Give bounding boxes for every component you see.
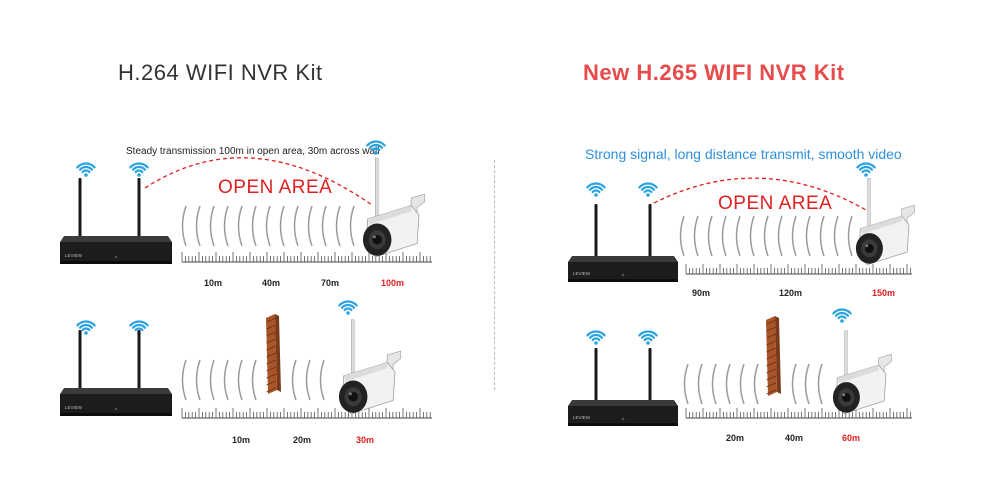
svg-text:LEVIEW: LEVIEW (573, 415, 591, 420)
right-note: Strong signal, long distance transmit, s… (585, 146, 902, 162)
wifi-icon (586, 182, 606, 197)
left-wall-distance: 20m (293, 435, 312, 445)
svg-text:LEVIEW: LEVIEW (65, 253, 83, 258)
signal-range-arc (144, 157, 373, 206)
signal-waves (791, 363, 823, 405)
right-open-distance-max: 150m (872, 288, 896, 298)
wifi-icon (338, 300, 358, 315)
nvr-recorder: LEVIEW (568, 204, 678, 282)
left-open-area-label: OPEN AREA (218, 177, 333, 198)
wifi-icon (366, 140, 386, 155)
left-wall-distance: 10m (232, 435, 251, 445)
brick-wall (766, 316, 781, 396)
right-open-distance: 90m (692, 288, 711, 298)
signal-range-arc (653, 177, 867, 211)
left-note: Steady transmission 100m in open area, 3… (126, 146, 380, 157)
distance-ruler (181, 252, 432, 263)
signal-waves (291, 359, 325, 401)
svg-text:LEVIEW: LEVIEW (573, 271, 591, 276)
wifi-icon (129, 162, 149, 177)
left-title: H.264 WIFI NVR Kit (118, 60, 323, 85)
right-open-distance: 120m (779, 288, 803, 298)
right-wall-distance: 20m (726, 433, 745, 443)
wifi-icon (638, 330, 658, 345)
wifi-icon (832, 308, 852, 323)
wifi-icon (856, 162, 876, 177)
distance-ruler (685, 264, 912, 275)
nvr-recorder: LEVIEW (568, 348, 678, 426)
bullet-camera (855, 177, 915, 266)
signal-waves (181, 205, 355, 247)
nvr-recorder: LEVIEW (60, 178, 172, 264)
wifi-icon (76, 320, 96, 335)
left-open-distance: 10m (204, 278, 223, 288)
right-title: New H.265 WIFI NVR Kit (583, 60, 845, 85)
wifi-icon (76, 162, 96, 177)
brick-wall (266, 314, 281, 394)
distance-ruler (685, 408, 912, 419)
bullet-camera (338, 319, 402, 415)
left-open-distance-max: 100m (381, 278, 405, 288)
bullet-camera (362, 157, 426, 258)
signal-waves (679, 215, 853, 257)
wifi-icon (638, 182, 658, 197)
svg-text:LEVIEW: LEVIEW (65, 405, 83, 410)
signal-waves (683, 363, 759, 405)
left-open-distance: 40m (262, 278, 281, 288)
right-wall-distance: 40m (785, 433, 804, 443)
bullet-camera (832, 330, 892, 415)
signal-waves (181, 359, 257, 401)
distance-ruler (181, 408, 432, 419)
panel-divider (494, 160, 495, 390)
right-wall-distance-max: 60m (842, 433, 861, 443)
left-wall-distance-max: 30m (356, 435, 375, 445)
nvr-recorder: LEVIEW (60, 330, 172, 416)
left-open-distance: 70m (321, 278, 340, 288)
wifi-icon (586, 330, 606, 345)
right-open-area-label: OPEN AREA (718, 193, 833, 214)
